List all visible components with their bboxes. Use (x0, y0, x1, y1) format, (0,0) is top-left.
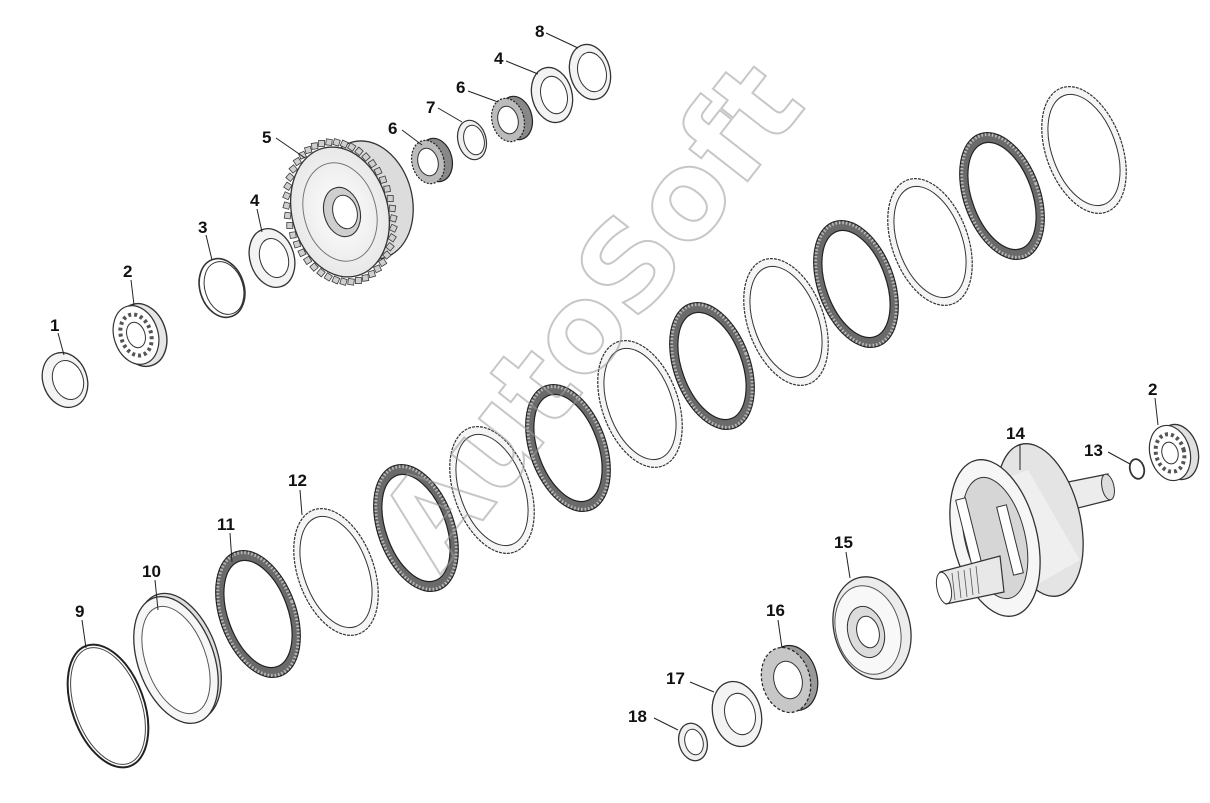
gear-tooth (388, 204, 397, 213)
gear-tooth (316, 267, 326, 278)
friction-disc (959, 131, 1045, 261)
gear-tooth (288, 164, 299, 174)
gear-tooth (303, 145, 313, 155)
part-7-spacer-ring (456, 119, 488, 161)
gear-tooth (283, 211, 292, 220)
part-2-ball-bearing (112, 302, 168, 368)
label-part-16: 16 (766, 601, 785, 620)
label-part-12: 12 (288, 471, 307, 490)
gear-tooth (347, 277, 355, 286)
gear-tooth (354, 277, 362, 284)
label-part-13: 13 (1084, 441, 1103, 460)
label-part-2-left: 2 (123, 262, 132, 281)
part-5-helical-gear (282, 138, 414, 286)
part-16-roller-bearing (760, 644, 819, 714)
gear-tooth (386, 195, 394, 202)
gear-tooth (346, 142, 357, 152)
label-part-18: 18 (628, 707, 647, 726)
gear-tooth (387, 233, 397, 243)
label-part-3: 3 (198, 218, 207, 237)
part-17-thrust-washer (711, 680, 763, 748)
clutch-disc-pack (66, 86, 1127, 769)
part-13-snap-ring (1128, 458, 1146, 480)
label-part-8: 8 (535, 22, 544, 41)
steel-plate (449, 426, 535, 554)
gear-tooth (309, 262, 319, 272)
gear-tooth (361, 274, 370, 282)
part-8-washer (568, 43, 612, 101)
part-6-needle-bearing-right (490, 95, 534, 143)
part-1-thrust-washer (41, 351, 89, 409)
callout-labels: 1 2 3 4 5 6 7 6 4 8 9 10 11 12 13 2 14 (50, 22, 1159, 731)
part-14-clutch-drum-shaft (935, 443, 1115, 617)
gear-tooth (331, 275, 341, 285)
gear-tooth (323, 272, 334, 282)
gear-tooth (292, 156, 303, 167)
gear-tooth (297, 248, 307, 258)
friction-disc (525, 383, 611, 513)
gear-tooth (286, 222, 294, 229)
friction-disc (669, 301, 755, 431)
part-15-piston-plate (832, 576, 912, 680)
gear-tooth (285, 172, 295, 183)
steel-plate (1041, 86, 1127, 214)
label-part-9: 9 (75, 602, 84, 621)
gear-tooth (289, 231, 297, 239)
gear-tooth (378, 175, 388, 184)
part-6-needle-bearing-left (410, 137, 454, 185)
label-part-14: 14 (1006, 424, 1025, 443)
gear-tooth (377, 257, 388, 268)
gear-tooth (367, 269, 377, 279)
label-part-11: 11 (217, 515, 235, 534)
label-part-5: 5 (262, 128, 271, 147)
gear-tooth (282, 191, 292, 201)
steel-plate (743, 258, 829, 386)
gear-tooth (388, 223, 398, 233)
gear-tooth (339, 139, 349, 149)
label-part-15: 15 (834, 533, 853, 552)
label-part-4-right: 4 (494, 49, 504, 68)
gear-tooth (383, 185, 391, 193)
gear-tooth (292, 240, 302, 249)
friction-disc (373, 463, 459, 593)
gear-tooth (361, 152, 371, 162)
gear-tooth (373, 264, 383, 274)
part-4-washer-right (530, 66, 574, 124)
friction-disc (215, 549, 301, 679)
steel-plate (887, 178, 973, 306)
part-4-washer-left (248, 228, 296, 288)
gear-tooth (283, 181, 293, 191)
gear-tooth (325, 138, 333, 147)
label-part-2-right: 2 (1148, 380, 1157, 399)
pressure-plate (133, 592, 222, 725)
gear-tooth (318, 140, 326, 147)
label-part-6-left: 6 (388, 119, 397, 138)
label-part-10: 10 (142, 562, 161, 581)
friction-disc (813, 219, 899, 349)
label-part-7: 7 (426, 98, 435, 117)
part-3-snap-ring (198, 257, 246, 319)
gear-tooth (354, 146, 364, 157)
part-18-snap-ring (677, 722, 709, 762)
label-part-4-left: 4 (250, 191, 260, 210)
gear-tooth (367, 158, 378, 169)
gear-tooth (310, 142, 319, 150)
label-part-1: 1 (50, 316, 59, 335)
gear-tooth (339, 277, 348, 286)
gear-tooth (332, 138, 341, 147)
gear-tooth (302, 255, 313, 266)
gear-tooth (381, 250, 392, 260)
part-2-ball-bearing-right (1148, 423, 1200, 482)
steel-plate (293, 508, 379, 636)
label-part-6-right: 6 (456, 78, 465, 97)
label-part-17: 17 (666, 669, 685, 688)
gear-tooth (389, 214, 398, 223)
steel-plate (597, 340, 683, 468)
gear-tooth (385, 241, 395, 252)
gear-tooth (373, 166, 383, 176)
gear-tooth (282, 201, 291, 210)
